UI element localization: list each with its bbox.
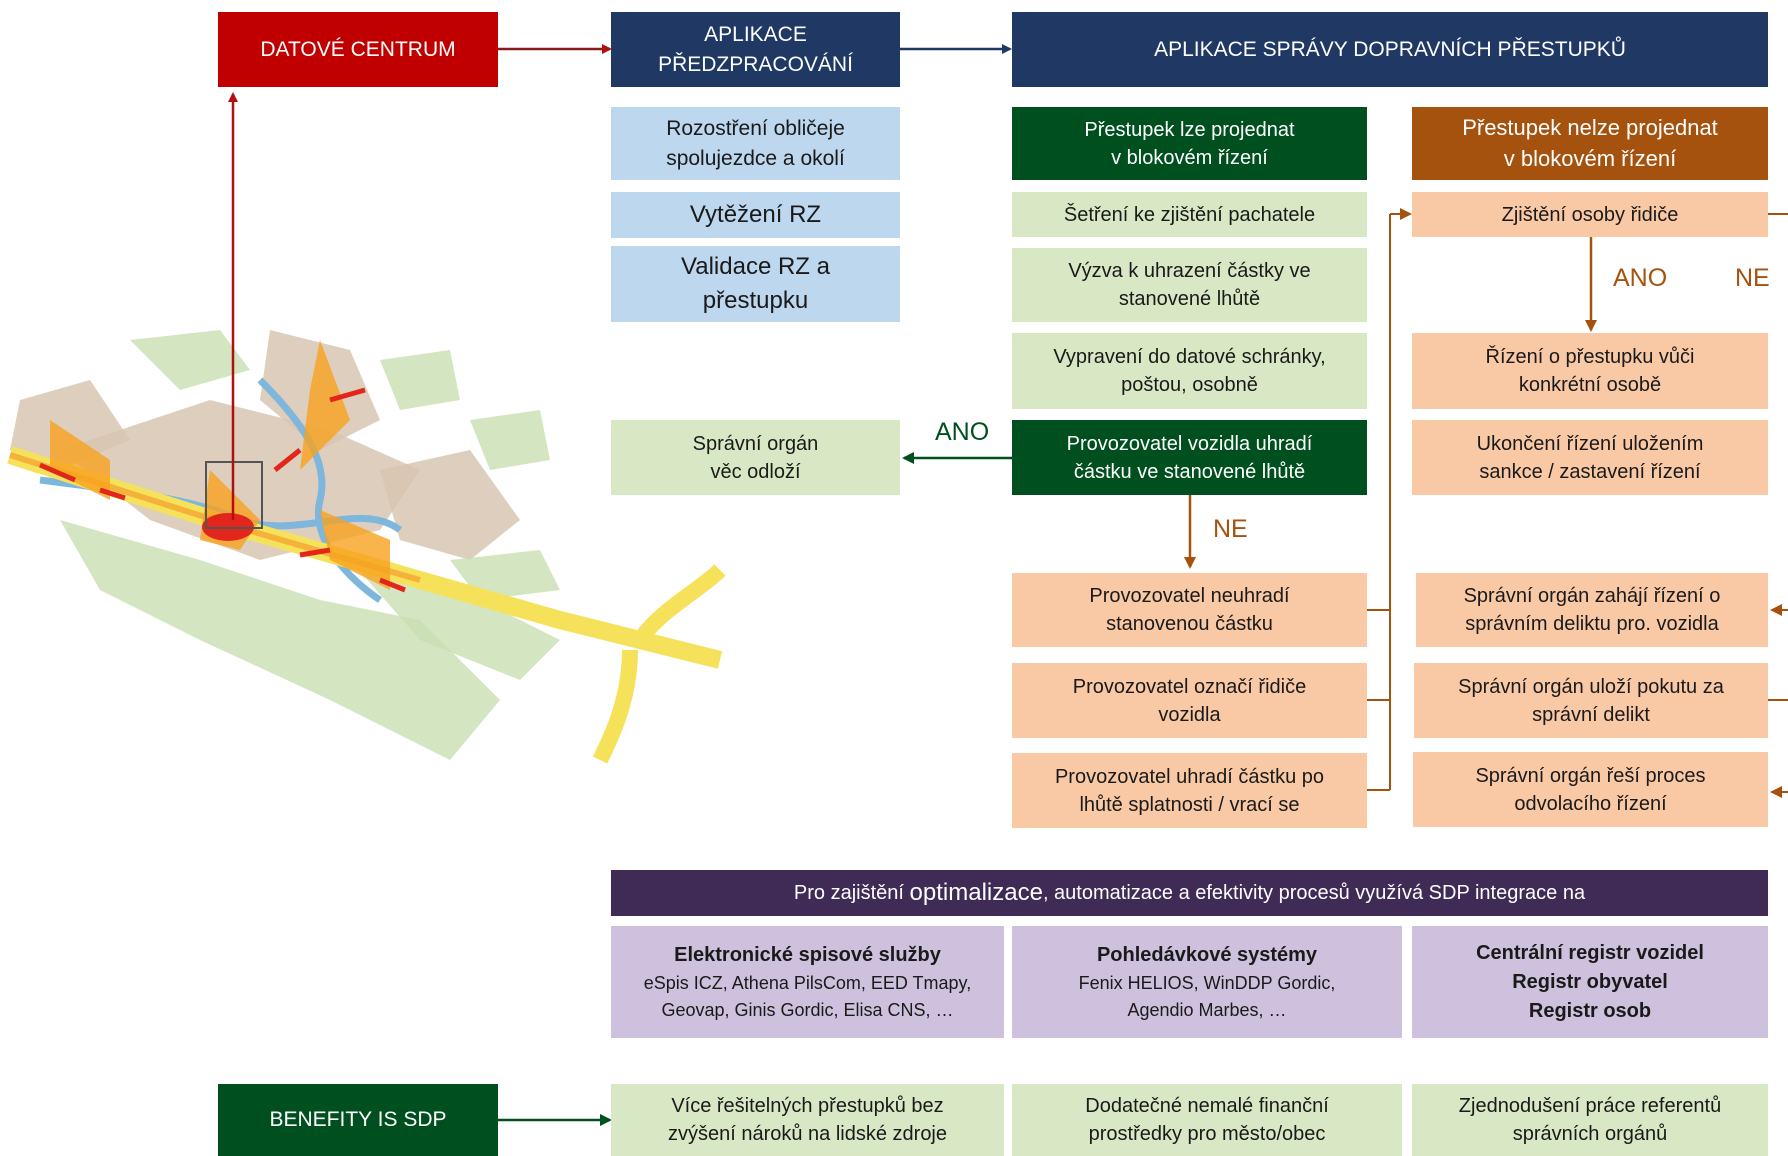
operator-marks-driver-step: Provozovatel označí řidiče vozidla: [1012, 663, 1367, 738]
offence-proceedings-line1: Řízení o přestupku vůči: [1485, 346, 1695, 368]
benefit-simplified-work-line1: Zjednodušení práce referentů: [1458, 1095, 1722, 1117]
face-blur-step: Rozostření obličeje spolujezdce a okolí: [611, 107, 900, 180]
offence-proceedings-line2: konkrétní osobě: [1518, 374, 1662, 396]
impose-fine-step: Správní orgán uloží pokutu za správní de…: [1414, 663, 1768, 738]
benefit-more-offences: Více řešitelných přestupků bez zvýšení n…: [611, 1084, 1004, 1156]
preprocessing-label-line2: PŘEDZPRACOVÁNÍ: [658, 52, 853, 76]
dismiss-case-line2: věc odloží: [710, 460, 801, 483]
benefit-simplified-work-line2: správních orgánů: [1512, 1123, 1668, 1145]
impose-fine-line2: správní delikt: [1532, 703, 1650, 726]
payment-call-line2: stanovené lhůtě: [1118, 288, 1261, 310]
payment-call-step: Výzva k uhrazení částky ve stanovené lhů…: [1012, 248, 1367, 322]
benefit-more-offences-line2: zvýšení nároků na lidské zdroje: [667, 1123, 948, 1145]
traffic-offence-app-box: APLIKACE SPRÁVY DOPRAVNÍCH PŘESTUPKŮ: [1012, 12, 1768, 87]
delivery-line1: Vypravení do datové schránky,: [1053, 346, 1326, 368]
plate-validation-step: Validace RZ a přestupku: [611, 246, 900, 322]
no-label-middle: NE: [1213, 515, 1248, 543]
appeal-process-line2: odvolacího řízení: [1514, 792, 1667, 815]
start-delict-line2: správním deliktu pro. vozidla: [1465, 613, 1719, 635]
offence-proceedings-step: Řízení o přestupku vůči konkrétní osobě: [1412, 333, 1768, 409]
offender-investigation-label: Šetření ke zjištění pachatele: [1063, 203, 1316, 226]
operator-pays-decision: Provozovatel vozidla uhradí částku ve st…: [1012, 420, 1367, 495]
dismiss-case-line1: Správní orgán: [692, 432, 819, 455]
data-center-label: DATOVÉ CENTRUM: [260, 37, 456, 61]
offender-investigation-step: Šetření ke zjištění pachatele: [1012, 192, 1367, 237]
plate-validation-line2: přestupku: [702, 287, 809, 314]
operator-not-paid-step: Provozovatel neuhradí stanovenou částku: [1012, 573, 1367, 647]
benefit-additional-funds-line1: Dodatečné nemalé finanční: [1085, 1095, 1329, 1117]
nonblock-header-line1: Přestupek nelze projednat: [1462, 114, 1718, 140]
integration-banner-pre: Pro zajištění: [793, 882, 910, 904]
integration-banner: Pro zajištění optimalizace , automatizac…: [611, 870, 1768, 916]
identify-driver-step: Zjištění osoby řidiče: [1412, 192, 1768, 237]
plate-extraction-step: Vytěžení RZ: [611, 192, 900, 238]
preprocessing-app-box: APLIKACE PŘEDZPRACOVÁNÍ: [611, 12, 900, 87]
traffic-map-illustration: [7, 330, 726, 764]
claims-systems-items-line1: Fenix HELIOS, WinDDP Gordic,: [1078, 973, 1336, 994]
preprocessing-label-line1: APLIKACE: [704, 23, 807, 47]
impose-fine-line1: Správní orgán uloží pokutu za: [1458, 675, 1724, 698]
benefit-additional-funds-line2: prostředky pro město/obec: [1088, 1123, 1326, 1145]
operator-not-paid-line1: Provozovatel neuhradí: [1089, 585, 1290, 607]
late-payment-line1: Provozovatel uhradí částku po: [1054, 765, 1325, 788]
nonblock-header-line2: v blokovém řízení: [1503, 145, 1677, 171]
payment-call-line1: Výzva k uhrazení částky ve: [1068, 260, 1311, 282]
population-register: Registr obyvatel: [1512, 970, 1668, 993]
nonblock-procedure-header: Přestupek nelze projednat v blokovém říz…: [1412, 107, 1768, 180]
delivery-step: Vypravení do datové schránky, poštou, os…: [1012, 333, 1367, 409]
block-procedure-header: Přestupek lze projednat v blokovém řízen…: [1012, 107, 1367, 180]
plate-extraction-label: Vytěžení RZ: [689, 201, 822, 229]
claims-systems-title: Pohledávkové systémy: [1096, 944, 1318, 967]
delivery-line2: poštou, osobně: [1121, 374, 1258, 396]
data-center-box: DATOVÉ CENTRUM: [218, 12, 498, 87]
end-proceedings-step: Ukončení řízení uložením sankce / zastav…: [1412, 420, 1768, 495]
persons-register: Registr osob: [1528, 999, 1652, 1022]
traffic-offence-app-label: APLIKACE SPRÁVY DOPRAVNÍCH PŘESTUPKŮ: [1154, 37, 1626, 61]
records-services-items-line1: eSpis ICZ, Athena PilsCom, EED Tmapy,: [643, 973, 972, 994]
face-blur-line2: spolujezdce a okolí: [666, 146, 845, 170]
records-services-box: Elektronické spisové služby eSpis ICZ, A…: [611, 926, 1004, 1038]
benefit-additional-funds: Dodatečné nemalé finanční prostředky pro…: [1012, 1084, 1402, 1156]
start-delict-proceedings-step: Správní orgán zahájí řízení o správním d…: [1416, 573, 1768, 647]
yes-label-left: ANO: [935, 418, 990, 446]
plate-validation-line1: Validace RZ a: [681, 253, 830, 281]
operator-marks-driver-line2: vozidla: [1158, 703, 1221, 726]
benefits-label-box: BENEFITY IS SDP: [218, 1084, 498, 1156]
block-header-line2: v blokovém řízení: [1111, 146, 1268, 169]
face-blur-line1: Rozostření obličeje: [666, 117, 845, 141]
records-services-title: Elektronické spisové služby: [674, 944, 941, 967]
benefits-label: BENEFITY IS SDP: [269, 1108, 447, 1132]
late-payment-step: Provozovatel uhradí částku po lhůtě spla…: [1012, 753, 1367, 828]
integration-banner-post: , automatizace a efektivity procesů využ…: [1042, 882, 1586, 904]
claims-systems-items-line2: Agendio Marbes, …: [1127, 999, 1287, 1020]
end-proceedings-line1: Ukončení řízení uložením: [1476, 432, 1704, 455]
operator-pays-line1: Provozovatel vozidla uhradí: [1066, 432, 1313, 455]
operator-not-paid-line2: stanovenou částku: [1106, 613, 1273, 635]
claims-systems-box: Pohledávkové systémy Fenix HELIOS, WinDD…: [1012, 926, 1402, 1038]
no-label-right: NE: [1735, 264, 1770, 292]
dismiss-case-step: Správní orgán věc odloží: [611, 420, 900, 495]
block-header-line1: Přestupek lze projednat: [1084, 118, 1295, 141]
yes-label-right: ANO: [1613, 264, 1668, 292]
appeal-process-line1: Správní orgán řeší proces: [1475, 764, 1706, 787]
operator-marks-driver-line1: Provozovatel označí řidiče: [1072, 675, 1307, 698]
start-delict-line1: Správní orgán zahájí řízení o: [1463, 585, 1721, 607]
end-proceedings-line2: sankce / zastavení řízení: [1479, 460, 1701, 483]
identify-driver-label: Zjištění osoby řidiče: [1501, 203, 1679, 226]
late-payment-line2: lhůtě splatnosti / vrací se: [1079, 793, 1300, 816]
records-services-items-line2: Geovap, Ginis Gordic, Elisa CNS, …: [661, 999, 954, 1020]
operator-pays-line2: částku ve stanovené lhůtě: [1073, 460, 1306, 483]
benefit-more-offences-line1: Více řešitelných přestupků bez: [671, 1095, 944, 1117]
vehicle-register: Centrální registr vozidel: [1476, 941, 1704, 964]
benefit-simplified-work: Zjednodušení práce referentů správních o…: [1412, 1084, 1768, 1156]
registers-box: Centrální registr vozidel Registr obyvat…: [1412, 926, 1768, 1038]
integration-banner-emphasis: optimalizace: [909, 879, 1043, 907]
appeal-process-step: Správní orgán řeší proces odvolacího říz…: [1413, 752, 1768, 827]
